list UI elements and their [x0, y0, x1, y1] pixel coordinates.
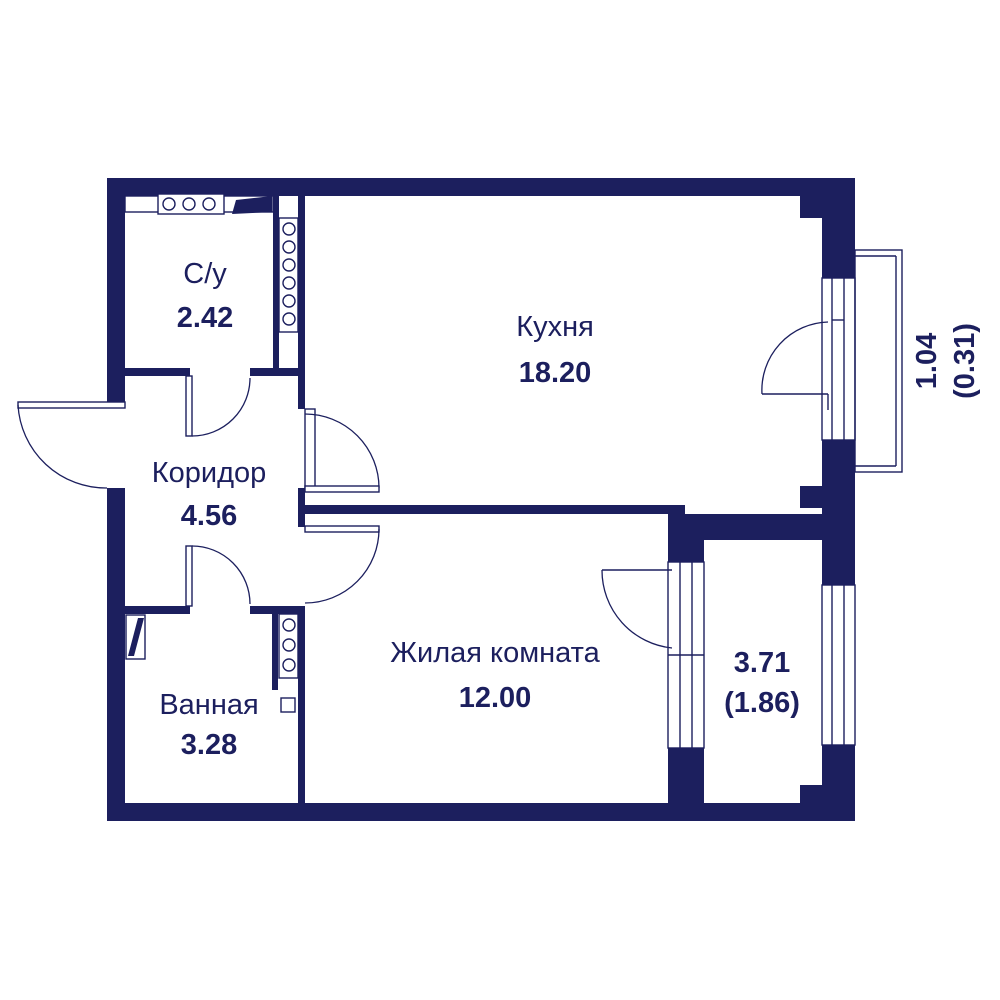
living-left-wall: [298, 606, 305, 806]
kitchen-door: [304, 408, 380, 493]
corridor-area: 4.56: [181, 500, 237, 532]
loggia-bottom-wall: [668, 803, 855, 821]
wc-bottom-wall-right: [250, 368, 298, 376]
balcony-area: 1.04: [911, 333, 943, 389]
living-left-wall-stub: [298, 514, 305, 527]
living-area: 12.00: [459, 682, 532, 714]
corridor-name: Коридор: [152, 457, 267, 489]
wc-name: С/у: [183, 258, 227, 290]
kitchen-area: 18.20: [519, 357, 592, 389]
bath-top-wall-right: [250, 606, 305, 614]
loggia-reduced-area: (1.86): [724, 687, 800, 719]
wc-door: [185, 375, 251, 437]
wc-side-shaft: [278, 217, 299, 333]
bath-vent: [125, 614, 146, 660]
kitchen-balcony-door: [761, 321, 829, 410]
bath-shaft-wall: [272, 614, 278, 690]
loggia-top-wall: [704, 514, 822, 540]
utility-shafts: [125, 193, 299, 713]
kitchen-corner-bottom: [800, 486, 822, 508]
kitchen-left-wall: [298, 196, 305, 409]
balcony: [854, 249, 903, 473]
living-name: Жилая комната: [390, 637, 600, 669]
bath-door: [185, 545, 251, 607]
room-labels: С/у 2.42 Кухня 18.20 Коридор 4.56 Жилая …: [152, 258, 981, 761]
bath-shaft: [278, 613, 299, 713]
balcony-outline: [854, 249, 903, 473]
right-wall-top: [822, 178, 855, 278]
doors: [17, 321, 829, 649]
living-door: [304, 525, 380, 604]
bottom-wall: [107, 803, 705, 821]
right-wall-bottom: [822, 745, 855, 821]
bath-top-wall-left: [125, 606, 190, 614]
loggia-corner-bottom: [800, 785, 822, 803]
left-wall-lower: [107, 488, 125, 821]
kitchen-left-wall-stub: [298, 488, 305, 514]
living-window: [667, 561, 705, 749]
kitchen-corner-top: [800, 196, 822, 218]
balcony-reduced-area: (0.31): [949, 323, 981, 399]
interior-walls: [125, 196, 822, 821]
loggia-left-wall-bottom: [668, 748, 704, 821]
bath-area: 3.28: [181, 729, 237, 761]
kitchen-window: [821, 277, 856, 441]
loggia-left-wall-top: [668, 514, 704, 562]
exterior-walls: [107, 178, 855, 821]
top-wall: [107, 178, 855, 196]
loggia-door: [601, 569, 673, 649]
wc-bottom-wall-left: [125, 368, 190, 376]
kitchen-living-wall: [305, 505, 685, 514]
loggia-area: 3.71: [734, 647, 790, 679]
kitchen-name: Кухня: [516, 311, 594, 343]
loggia-window: [821, 584, 856, 746]
left-wall-upper: [107, 178, 125, 403]
right-wall-mid: [822, 440, 855, 585]
wc-area: 2.42: [177, 302, 233, 334]
wc-right-wall: [273, 196, 279, 370]
wc-top-shaft: [157, 193, 272, 215]
entrance-door: [17, 401, 126, 489]
bath-name: Ванная: [159, 689, 258, 721]
